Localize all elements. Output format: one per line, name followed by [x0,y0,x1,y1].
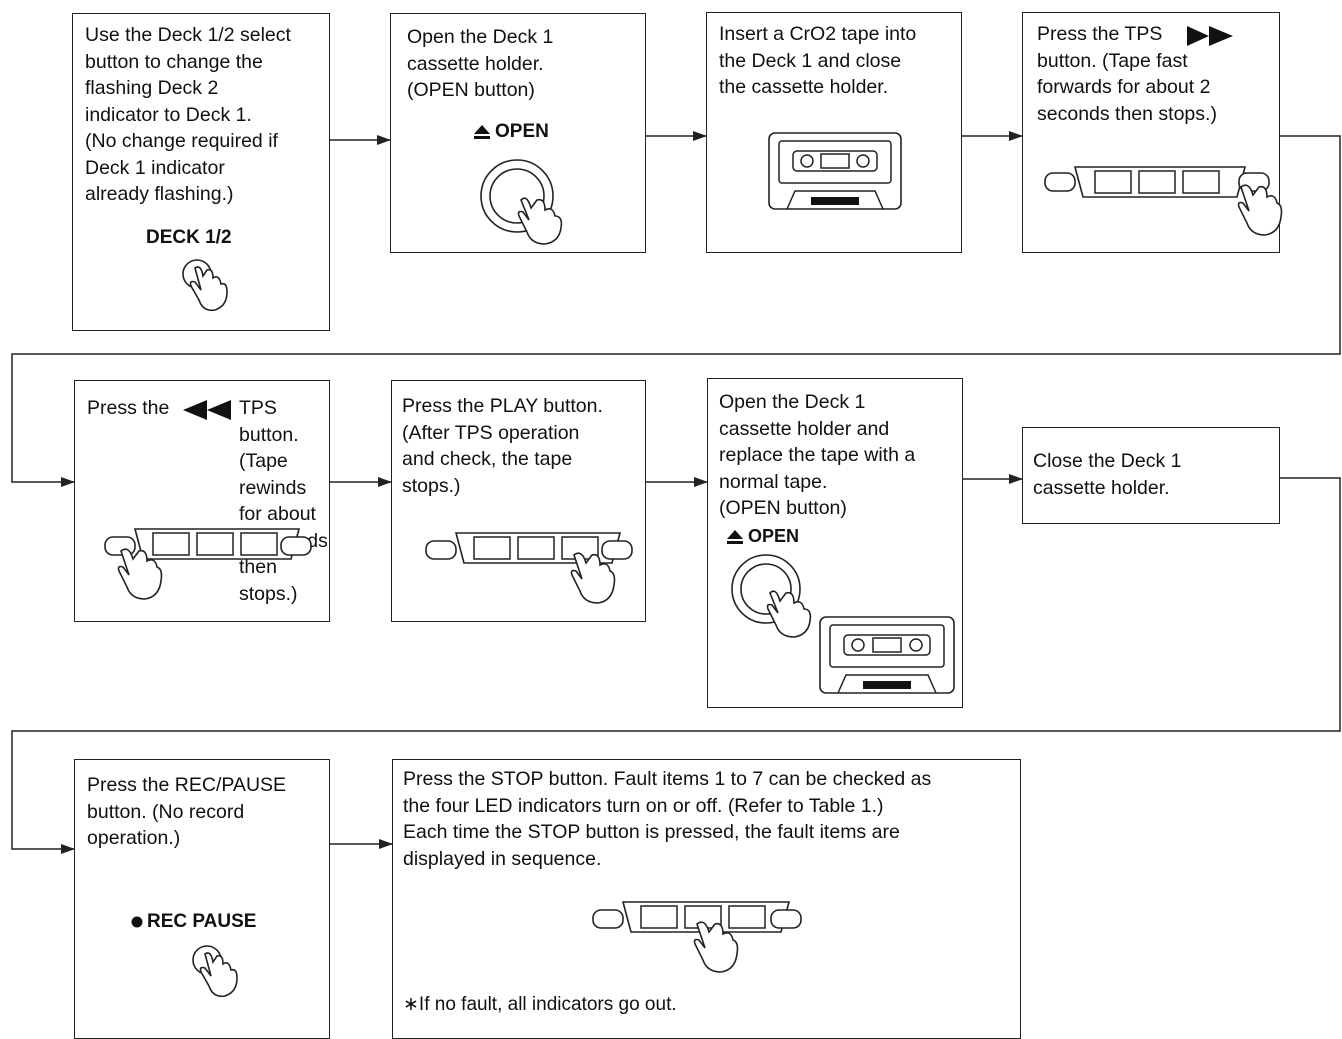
step-6-text: Press the PLAY button. (After TPS operat… [402,395,603,497]
pressed-button-icon [182,259,228,312]
step-1-box: Use the Deck 1/2 select button to change… [72,13,330,331]
cassette-tape-icon [768,132,902,210]
eject-icon [474,125,490,139]
fast-forward-icon [1187,26,1233,46]
step-1-text: Use the Deck 1/2 select button to change… [85,24,291,205]
deck-1-2-label: DECK 1/2 [146,227,232,248]
step-4-text-b: button. (Tape fast forwards for about 2 … [1037,49,1217,125]
record-dot-icon [131,916,143,928]
step-8-box: Close the Deck 1 cassette holder. [1022,427,1280,524]
open-button-icon [480,159,563,245]
step-10-footnote: ∗If no fault, all indicators go out. [403,994,677,1015]
pressed-button-icon [192,945,238,998]
transport-buttons-icon [592,901,802,973]
step-7-box: Open the Deck 1 cassette holder and repl… [707,378,963,708]
eject-icon [727,530,743,544]
transport-buttons-icon [104,528,312,600]
rec-pause-label: REC PAUSE [147,911,257,932]
step-3-text: Insert a CrO2 tape into the Deck 1 and c… [719,23,917,98]
step-5-box: Press the TPS button. (Tape rewinds for … [74,380,330,622]
step-9-box: Press the REC/PAUSE button. (No record o… [74,759,330,1039]
step-2-box: Open the Deck 1 cassette holder. (OPEN b… [390,13,646,253]
transport-buttons-icon [425,532,633,604]
step-5-text-a: Press the [87,397,170,419]
step-10-box: Press the STOP button. Fault items 1 to … [392,759,1021,1039]
step-4-box: Press the TPS button. (Tape fast forward… [1022,12,1283,253]
step-9-text: Press the REC/PAUSE button. (No record o… [87,774,287,849]
open-label: OPEN [495,121,549,142]
open-label: OPEN [748,526,800,546]
cassette-tape-icon [819,616,955,694]
open-button-icon [731,554,812,638]
step-3-box: Insert a CrO2 tape into the Deck 1 and c… [706,12,962,253]
step-6-box: Press the PLAY button. (After TPS operat… [391,380,646,622]
step-4-text-a: Press the TPS [1037,23,1163,45]
transport-buttons-icon [1044,166,1283,236]
step-8-text: Close the Deck 1 cassette holder. [1033,450,1182,499]
step-7-text: Open the Deck 1 cassette holder and repl… [719,391,916,519]
rewind-icon [183,400,231,420]
step-10-text: Press the STOP button. Fault items 1 to … [403,768,932,870]
step-2-text: Open the Deck 1 cassette holder. (OPEN b… [407,26,554,101]
